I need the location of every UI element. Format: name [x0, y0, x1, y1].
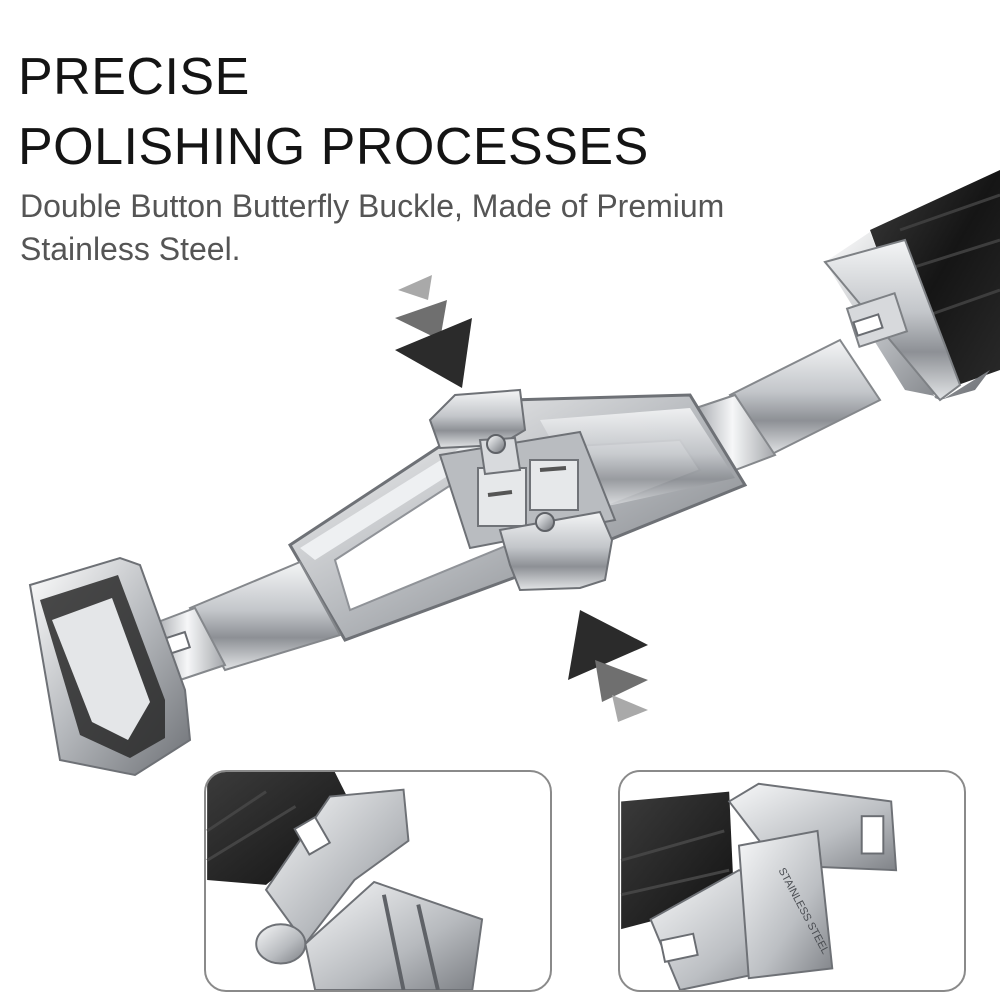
- detail-inset-open: STAINLESS STEEL: [618, 770, 966, 992]
- arrow-top-group: [395, 275, 472, 388]
- arrow-bottom-group: [568, 610, 648, 722]
- right-end-clasp: [823, 232, 990, 402]
- left-end-clasp: [28, 556, 192, 777]
- left-band: [148, 560, 342, 682]
- bottom-push-button: [498, 510, 614, 592]
- title-line-2: POLISHING PROCESSES: [18, 118, 649, 176]
- open-clasp-image: STAINLESS STEEL: [620, 782, 898, 990]
- top-push-button: [428, 388, 527, 476]
- leather-strap: [870, 170, 1000, 395]
- page-title: PRECISE POLISHING PROCESSES: [18, 42, 649, 182]
- product-description: Double Button Butterfly Buckle, Made of …: [20, 188, 725, 267]
- closed-clasp-image: [206, 772, 484, 990]
- title-line-1: PRECISE: [18, 48, 250, 106]
- right-band: [688, 338, 882, 474]
- detail-inset-closed: [204, 770, 552, 992]
